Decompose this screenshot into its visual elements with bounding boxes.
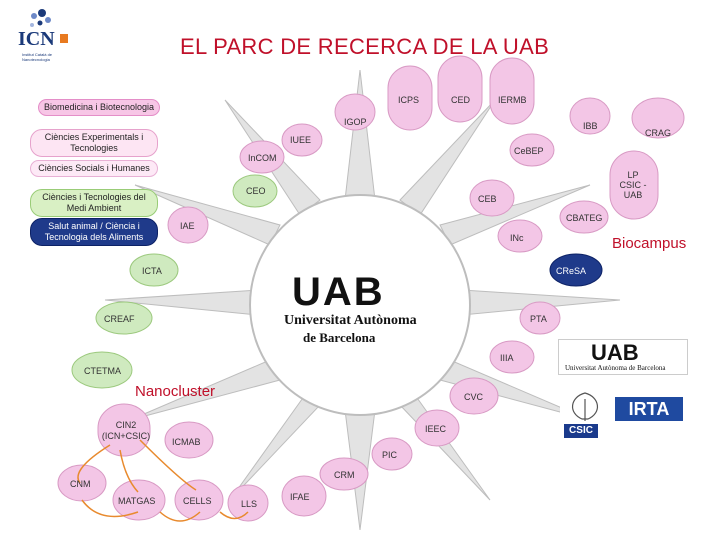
pta-node xyxy=(519,301,561,335)
label-lls: LLS xyxy=(241,499,258,509)
label-incom: InCOM xyxy=(248,153,277,163)
node-arcs xyxy=(239,55,685,220)
link-cells-lls xyxy=(219,511,249,520)
link-cin2-cnm xyxy=(77,444,111,484)
ceo-node xyxy=(232,174,278,208)
csic-tree-icon xyxy=(572,392,598,421)
uab-center-line1: Universitat Autònoma xyxy=(284,313,417,328)
label-matgas: MATGAS xyxy=(118,496,156,506)
link-matgas-cells xyxy=(159,511,201,522)
ray-top xyxy=(344,69,376,201)
label-ceb: CEB xyxy=(478,194,497,204)
creaf-node xyxy=(95,301,153,335)
label-iae: IAE xyxy=(180,221,195,231)
label-creaf: CREAF xyxy=(104,314,135,324)
cvc-node xyxy=(449,377,499,415)
crm-node xyxy=(319,457,369,491)
ceb-node xyxy=(469,179,515,217)
ieec-node xyxy=(414,409,460,447)
legend-biomedicina: Biomedicina i Biotecnologia xyxy=(38,99,160,116)
iiia-node xyxy=(489,340,535,374)
label-iermb: IERMB xyxy=(498,95,527,105)
incom-node xyxy=(239,140,285,174)
label-cnm: CNM xyxy=(70,479,91,489)
label-icta: ICTA xyxy=(142,266,162,276)
label-crag: CRAG xyxy=(645,128,672,138)
label-nanocluster: Nanocluster xyxy=(135,383,216,400)
link-cin2-cells xyxy=(139,439,197,491)
icps-node xyxy=(387,65,433,131)
label-ctetma: CTETMA xyxy=(84,366,121,376)
icmab-node xyxy=(164,421,214,459)
icn-logo-subtext: Institut Català de Nanotecnologia xyxy=(22,52,53,62)
csic-label: CSIC xyxy=(564,424,598,438)
lp-csic-node xyxy=(609,150,659,220)
icn-logo-text: ICN xyxy=(18,28,55,50)
legend-salut-animal: Salut animal / Ciència i Tecnologia dels… xyxy=(30,218,158,246)
label-icps: ICPS xyxy=(398,95,420,105)
cbateg-node xyxy=(559,200,609,234)
label-cbateg: CBATEG xyxy=(566,213,603,223)
iuee-node xyxy=(281,123,323,157)
link-cnm-matgas xyxy=(81,499,139,518)
icn-logo xyxy=(4,8,84,72)
label-ieec: IEEC xyxy=(425,424,447,434)
legend-medi-ambient: Ciències i Tecnologies del Medi Ambient xyxy=(30,189,158,217)
label-ced: CED xyxy=(451,95,471,105)
uab-side-logo-text: UAB xyxy=(591,340,639,365)
link-cin2-matgas xyxy=(119,449,139,493)
label-icmab: ICMAB xyxy=(172,437,201,447)
label-iiia: IIIA xyxy=(500,353,514,363)
label-ibb: IBB xyxy=(583,121,598,131)
cebep-node xyxy=(509,133,555,167)
label-igop: IGOP xyxy=(344,117,367,127)
label-ifae: IFAE xyxy=(290,492,310,502)
ifae-node xyxy=(281,475,327,517)
label-iuee: IUEE xyxy=(290,135,312,145)
blue-nodes xyxy=(167,206,209,244)
irta-logo: IRTA xyxy=(615,397,683,421)
legend-socials: Ciències Socials i Humanes xyxy=(30,160,158,177)
uab-side-logo-caption: Universitat Autònoma de Barcelona xyxy=(565,364,666,372)
uab-side-logo: UAB Universitat Autònoma de Barcelona xyxy=(558,339,688,375)
label-cebep: CeBEP xyxy=(514,146,544,156)
uab-center-logo: UAB xyxy=(292,270,385,314)
crag-node xyxy=(631,97,685,139)
igop-node xyxy=(334,93,376,131)
cresa-node xyxy=(549,253,603,287)
cin2-node xyxy=(97,403,151,457)
ced-node xyxy=(437,55,483,123)
label-pic: PIC xyxy=(382,450,398,460)
nanocluster-links xyxy=(77,439,249,522)
matgas-node xyxy=(112,479,166,521)
pic-node xyxy=(371,437,413,471)
legend-experimentals: Ciències Experimentals i Tecnologies xyxy=(30,129,158,157)
label-cin2: CIN2 (ICN+CSIC) xyxy=(101,420,151,441)
label-inc: INc xyxy=(510,233,524,243)
iae-node xyxy=(167,206,209,244)
page-title: EL PARC DE RECERCA DE LA UAB xyxy=(180,34,550,59)
more-pink-nodes xyxy=(57,200,609,522)
label-biocampus: Biocampus xyxy=(612,235,687,252)
cnm-node xyxy=(57,464,107,502)
center-disc xyxy=(249,194,471,416)
label-cells: CELLS xyxy=(183,496,212,506)
iermb-node xyxy=(489,57,535,125)
inc-node xyxy=(497,219,543,253)
label-lp-csic: LP CSIC - UAB xyxy=(619,170,647,200)
icta-node xyxy=(129,253,179,287)
label-ceo: CEO xyxy=(246,186,266,196)
green-nodes xyxy=(232,174,278,208)
label-crm: CRM xyxy=(334,470,355,480)
ibb-node xyxy=(569,97,611,135)
label-cresa: CReSA xyxy=(556,266,587,276)
label-pta: PTA xyxy=(530,314,547,324)
icn-dots-icon xyxy=(30,9,68,43)
ctetma-node xyxy=(71,351,133,389)
uab-center-line2: de Barcelona xyxy=(303,330,376,345)
label-cvc: CVC xyxy=(464,392,484,402)
